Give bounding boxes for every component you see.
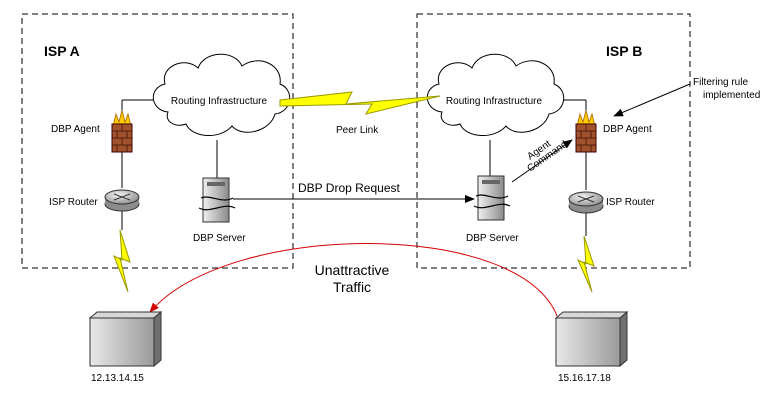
agent-command-arrow: [511, 139, 573, 183]
dbp-agent-b-firewall-icon: [575, 109, 597, 153]
host-right-address: 15.16.17.18: [558, 373, 611, 384]
isp-a-boundary: [21, 13, 294, 269]
drop-request-label: DBP Drop Request: [298, 181, 400, 195]
traffic-label-line1: Unattractive: [315, 262, 390, 278]
isp-b-boundary: [416, 13, 691, 269]
access-link-a-lightning-icon: [113, 229, 131, 293]
traffic-label-line2: Traffic: [333, 279, 371, 295]
peer-link-lightning-icon: [279, 91, 441, 115]
peer-link-label: Peer Link: [336, 125, 379, 136]
isp-router-a-icon: [104, 189, 140, 212]
dbp-server-a-icon: [198, 177, 236, 223]
isp-router-a-label: ISP Router: [49, 197, 98, 208]
routing-label-b: Routing Infrastructure: [446, 96, 543, 107]
dbp-server-b-label: DBP Server: [466, 233, 519, 244]
isp-router-b-icon: [568, 191, 604, 214]
filtering-note-line2: implemented: [703, 90, 760, 101]
routing-cloud-a: [152, 53, 290, 136]
host-left-address: 12.13.14.15: [91, 373, 144, 384]
routing-label-a: Routing Infrastructure: [171, 96, 268, 107]
isp-router-b-label: ISP Router: [606, 197, 655, 208]
filtering-note-arrow: [613, 83, 691, 117]
filtering-note-line1: Filtering rule: [693, 77, 748, 88]
unattractive-traffic-arrow: [149, 243, 558, 317]
dbp-agent-b-label: DBP Agent: [603, 124, 652, 135]
routing-cloud-b: [426, 53, 564, 136]
isp-b-title: ISP B: [606, 43, 642, 59]
dbp-agent-a-firewall-icon: [111, 109, 133, 153]
access-link-b-lightning-icon: [576, 235, 595, 293]
dbp-agent-a-label: DBP Agent: [51, 124, 100, 135]
dbp-server-b-icon: [473, 175, 511, 221]
isp-a-title: ISP A: [44, 43, 80, 59]
dbp-server-a-label: DBP Server: [193, 233, 246, 244]
host-left-icon: [88, 310, 163, 368]
host-right-icon: [554, 310, 629, 368]
